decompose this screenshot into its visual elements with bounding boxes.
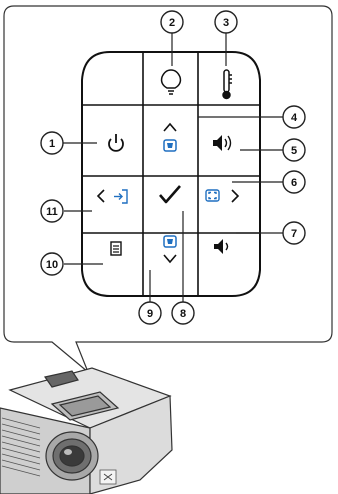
leader-lines <box>63 33 283 302</box>
callout-label: 3 <box>223 17 229 29</box>
callout-circle <box>40 199 64 223</box>
callout-circle <box>138 301 162 325</box>
callout-3: 3 <box>214 10 238 34</box>
callout-7: 7 <box>282 221 306 245</box>
callout-5: 5 <box>282 138 306 162</box>
left-arrow-icon <box>96 189 105 203</box>
down-button[interactable] <box>163 235 177 264</box>
projector-lens <box>45 431 99 481</box>
callout-label: 5 <box>291 145 297 157</box>
callout-label: 1 <box>49 138 55 150</box>
callout-circle <box>282 105 306 129</box>
down-arrow-icon <box>163 254 177 264</box>
projector-keypad <box>43 370 79 388</box>
callout-label: 7 <box>291 228 297 240</box>
volume-up-button[interactable] <box>213 135 232 151</box>
callout-circle <box>214 10 238 34</box>
callout-label: 11 <box>46 206 58 218</box>
auto-sync-icon <box>205 189 220 202</box>
callout-circle <box>171 301 195 325</box>
dlp-badge-icon <box>99 469 117 485</box>
callout-6: 6 <box>282 170 306 194</box>
menu-icon <box>110 241 122 256</box>
callouts: 1 2 3 4 5 6 7 8 9 10 11 <box>40 10 306 325</box>
up-button[interactable] <box>163 122 177 152</box>
enter-button[interactable] <box>159 185 181 204</box>
callout-label: 10 <box>46 259 58 271</box>
callout-circle <box>40 252 64 276</box>
volume-down-button[interactable] <box>214 239 229 254</box>
vent-grille <box>1 417 41 477</box>
callout-circle <box>282 138 306 162</box>
callout-label: 2 <box>169 17 175 29</box>
keystone-down-icon <box>163 235 177 248</box>
callout-label: 8 <box>180 308 186 320</box>
keystone-up-icon <box>163 139 177 152</box>
callout-1: 1 <box>40 131 64 155</box>
right-arrow-icon <box>231 189 240 203</box>
projector-illustration <box>0 367 173 494</box>
callout-9: 9 <box>138 301 162 325</box>
callout-2: 2 <box>160 10 184 34</box>
power-icon <box>108 134 124 152</box>
up-arrow-icon <box>163 122 177 132</box>
callout-10: 10 <box>40 252 64 276</box>
menu-button[interactable] <box>110 241 122 256</box>
callout-label: 9 <box>147 308 153 320</box>
volume-down-icon <box>214 239 229 254</box>
callout-8: 8 <box>171 301 195 325</box>
callout-circle <box>160 10 184 34</box>
lamp-indicator-icon <box>160 69 182 95</box>
callout-4: 4 <box>282 105 306 129</box>
check-enter-icon <box>159 185 181 204</box>
callout-label: 6 <box>291 177 297 189</box>
volume-up-icon <box>213 135 232 151</box>
callout-panel <box>3 5 333 373</box>
left-source-button[interactable] <box>96 189 128 204</box>
temperature-indicator-icon <box>222 69 232 100</box>
keypad <box>81 51 261 297</box>
callout-circle <box>40 131 64 155</box>
callout-label: 4 <box>291 112 298 124</box>
power-button[interactable] <box>108 134 124 152</box>
callout-11: 11 <box>40 199 64 223</box>
callout-circle <box>282 221 306 245</box>
callout-circle <box>282 170 306 194</box>
auto-sync-right-button[interactable] <box>205 189 240 203</box>
source-icon <box>114 189 128 204</box>
